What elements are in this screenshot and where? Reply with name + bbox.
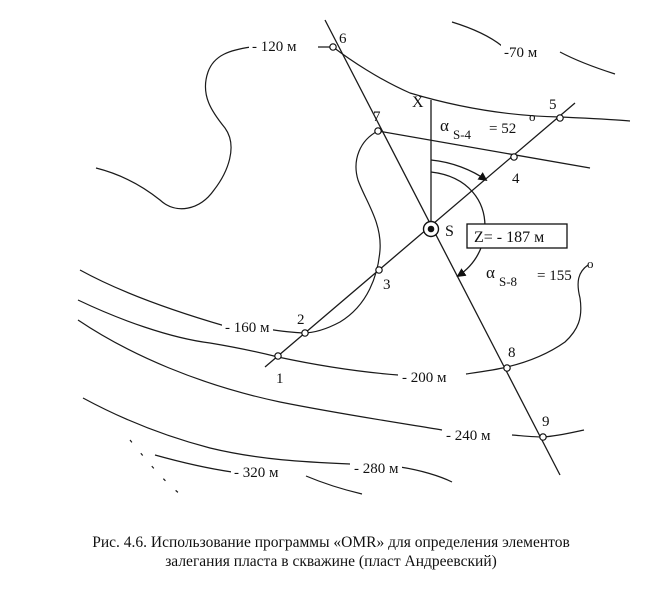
contour-line-200-east bbox=[465, 264, 589, 375]
point-marker-9 bbox=[539, 433, 547, 441]
caption-line-1: Рис. 4.6. Использование программы «OMR» … bbox=[92, 534, 570, 551]
angle-value-s4: = 52 bbox=[489, 121, 516, 137]
point-marker-3 bbox=[375, 266, 383, 274]
caption-line-2: залегания пласта в скважине (пласт Андре… bbox=[165, 553, 497, 570]
contour-label-320: - 320 м bbox=[234, 465, 279, 481]
point-label-2: 2 bbox=[297, 312, 305, 328]
point-marker-1 bbox=[274, 352, 282, 360]
point-marker-6 bbox=[329, 43, 337, 51]
well-label: S bbox=[445, 223, 454, 240]
contour-line-280-east bbox=[399, 466, 453, 483]
survey-points bbox=[274, 43, 564, 441]
angle-label-s8: α S-8 = 155 o bbox=[486, 256, 594, 289]
point-marker-4 bbox=[510, 153, 518, 161]
point-marker-7 bbox=[374, 127, 382, 135]
point-label-4: 4 bbox=[512, 171, 520, 187]
axis-x-label: X bbox=[412, 94, 424, 111]
contour-line-70 bbox=[451, 21, 616, 75]
contour-line-160-west bbox=[79, 269, 226, 327]
angle-alpha-s8: α bbox=[486, 263, 495, 282]
contour-line-200 bbox=[77, 299, 399, 376]
section-line-7-4 bbox=[377, 130, 591, 169]
point-label-5: 5 bbox=[549, 97, 557, 113]
angle-value-s8: = 155 bbox=[537, 268, 572, 284]
contour-label-160: - 160 м bbox=[225, 320, 270, 336]
well-marker bbox=[422, 220, 440, 238]
contour-label-240: - 240 м bbox=[446, 428, 491, 444]
contour-line-240-east bbox=[511, 429, 585, 438]
contour-line-west-dashed bbox=[129, 439, 189, 501]
point-label-9: 9 bbox=[542, 414, 550, 430]
point-label-1: 1 bbox=[276, 371, 284, 387]
contour-label-120: - 120 м bbox=[252, 39, 297, 55]
contour-label-70: -70 м bbox=[504, 45, 538, 61]
contour-line-240 bbox=[77, 319, 443, 431]
angle-label-s4: α S-4 = 52 o bbox=[440, 109, 536, 142]
contour-line-120-east bbox=[318, 46, 631, 122]
depth-value: Z= - 187 м bbox=[474, 229, 544, 246]
contour-labels: - 120 м -70 м - 160 м - 200 м - 240 м - … bbox=[222, 38, 541, 482]
structural-map-diagram: 1 2 3 4 5 6 7 8 9 - 120 м -70 м - 160 м … bbox=[77, 19, 631, 501]
angle-sub-s4: S-4 bbox=[453, 127, 472, 142]
point-label-6: 6 bbox=[339, 31, 347, 47]
point-label-3: 3 bbox=[383, 277, 391, 293]
point-marker-5 bbox=[556, 114, 564, 122]
contour-label-200: - 200 м bbox=[402, 370, 447, 386]
contour-line-280 bbox=[82, 397, 351, 465]
figure-caption: Рис. 4.6. Использование программы «OMR» … bbox=[0, 533, 662, 571]
point-label-8: 8 bbox=[508, 345, 516, 361]
contour-line-320-east bbox=[305, 475, 363, 495]
angle-alpha-s4: α bbox=[440, 116, 449, 135]
depth-box bbox=[466, 223, 568, 249]
angle-deg-s4: o bbox=[529, 109, 536, 124]
contour-line-120 bbox=[95, 46, 252, 210]
contour-line-160 bbox=[234, 130, 381, 334]
angle-arc-s4 bbox=[430, 159, 488, 182]
section-line-6-9 bbox=[324, 19, 561, 476]
contour-label-280: - 280 м bbox=[354, 461, 399, 477]
point-marker-8 bbox=[503, 364, 511, 372]
angle-sub-s8: S-8 bbox=[499, 274, 517, 289]
point-label-7: 7 bbox=[373, 109, 381, 125]
point-marker-2 bbox=[301, 329, 309, 337]
angle-deg-s8: o bbox=[587, 256, 594, 271]
contour-line-320 bbox=[154, 454, 233, 473]
section-line-1-5 bbox=[264, 102, 576, 368]
